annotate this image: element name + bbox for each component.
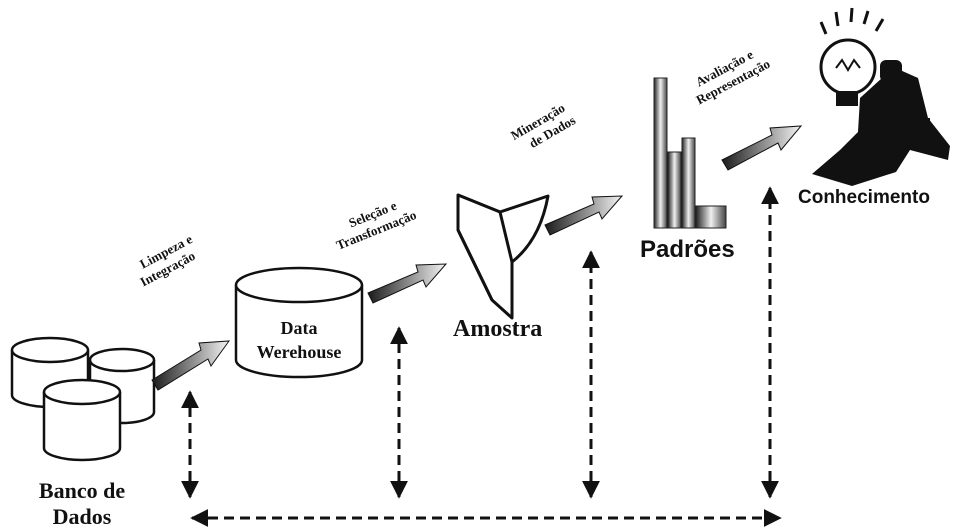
label-conhecimento: Conhecimento	[798, 187, 930, 208]
label-warehouse-line1: Data	[280, 318, 318, 338]
label-data-warehouse: Data Werehouse	[250, 316, 348, 364]
label-padroes: Padrões	[640, 236, 735, 263]
flow-arrow-1	[151, 340, 231, 391]
flow-arrow-2	[367, 263, 448, 304]
database-icon	[10, 336, 156, 462]
label-banco-line1: Banco de	[38, 478, 126, 503]
label-amostra: Amostra	[453, 316, 543, 342]
label-banco-de-dados: Banco de Dados	[22, 478, 142, 530]
label-banco-line2: Dados	[52, 504, 112, 529]
label-warehouse-line2: Werehouse	[256, 342, 342, 362]
bar-chart-icon	[653, 77, 727, 229]
flow-arrows	[151, 125, 803, 391]
lightbulb-person-icon	[812, 7, 950, 186]
cylinder-icon	[234, 266, 364, 379]
flow-arrow-3	[544, 195, 624, 236]
sample-shape-icon	[456, 193, 550, 320]
feedback-arrows	[181, 186, 782, 527]
flow-arrow-4	[721, 125, 803, 171]
